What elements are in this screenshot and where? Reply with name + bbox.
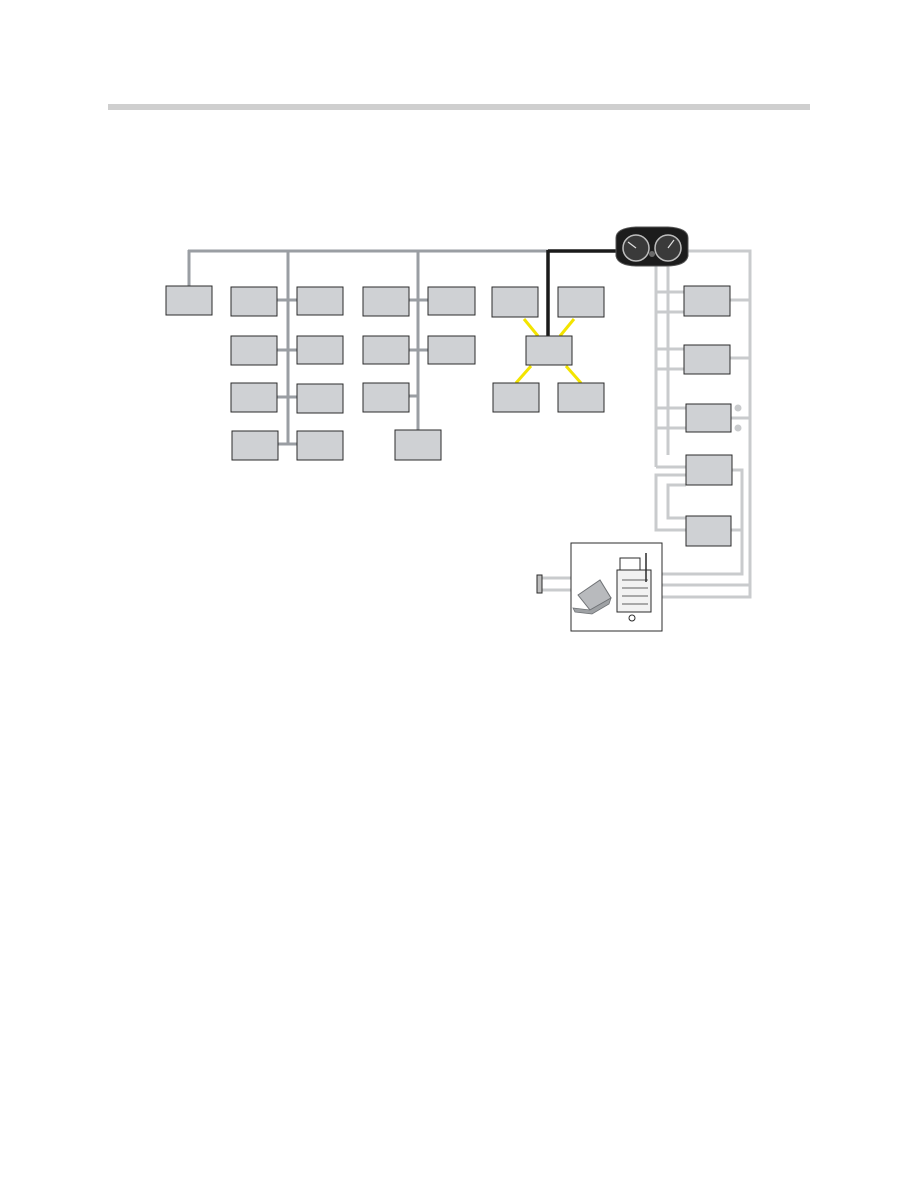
terminator-dot bbox=[734, 424, 742, 432]
ecu-module bbox=[427, 286, 476, 316]
ecu-module bbox=[683, 344, 731, 375]
ecu-module bbox=[296, 383, 344, 414]
diagnostic-link bbox=[546, 249, 624, 338]
ecu-module bbox=[525, 335, 573, 366]
ecu-module bbox=[427, 335, 476, 365]
ecu-module bbox=[685, 454, 733, 486]
ecu-module bbox=[362, 382, 410, 413]
ring-bus bbox=[542, 249, 752, 599]
ecu-module bbox=[557, 382, 605, 413]
ecu-module bbox=[685, 403, 732, 433]
obd-connector-icon bbox=[536, 574, 543, 594]
diagnostic-tester-icon bbox=[570, 542, 663, 632]
ecu-module bbox=[492, 382, 540, 413]
ecu-module bbox=[362, 286, 410, 317]
header-rule bbox=[108, 104, 810, 110]
ecu-module bbox=[362, 335, 410, 365]
ecu-module bbox=[231, 430, 279, 461]
ecu-module bbox=[230, 382, 278, 413]
ecu-module bbox=[296, 430, 344, 461]
ecu-module bbox=[491, 286, 539, 318]
star-links bbox=[514, 318, 583, 384]
modules bbox=[165, 285, 733, 547]
ecu-module bbox=[683, 285, 731, 317]
ecu-module bbox=[394, 429, 442, 461]
ecu-module bbox=[165, 285, 213, 316]
ecu-module bbox=[557, 286, 605, 318]
ecu-module bbox=[685, 515, 732, 547]
ecu-module bbox=[296, 335, 344, 365]
instrument-cluster-icon bbox=[615, 226, 689, 267]
terminator-dot bbox=[734, 404, 742, 412]
ecu-module bbox=[230, 335, 278, 366]
ecu-module bbox=[296, 286, 344, 316]
ecu-module bbox=[230, 286, 278, 317]
